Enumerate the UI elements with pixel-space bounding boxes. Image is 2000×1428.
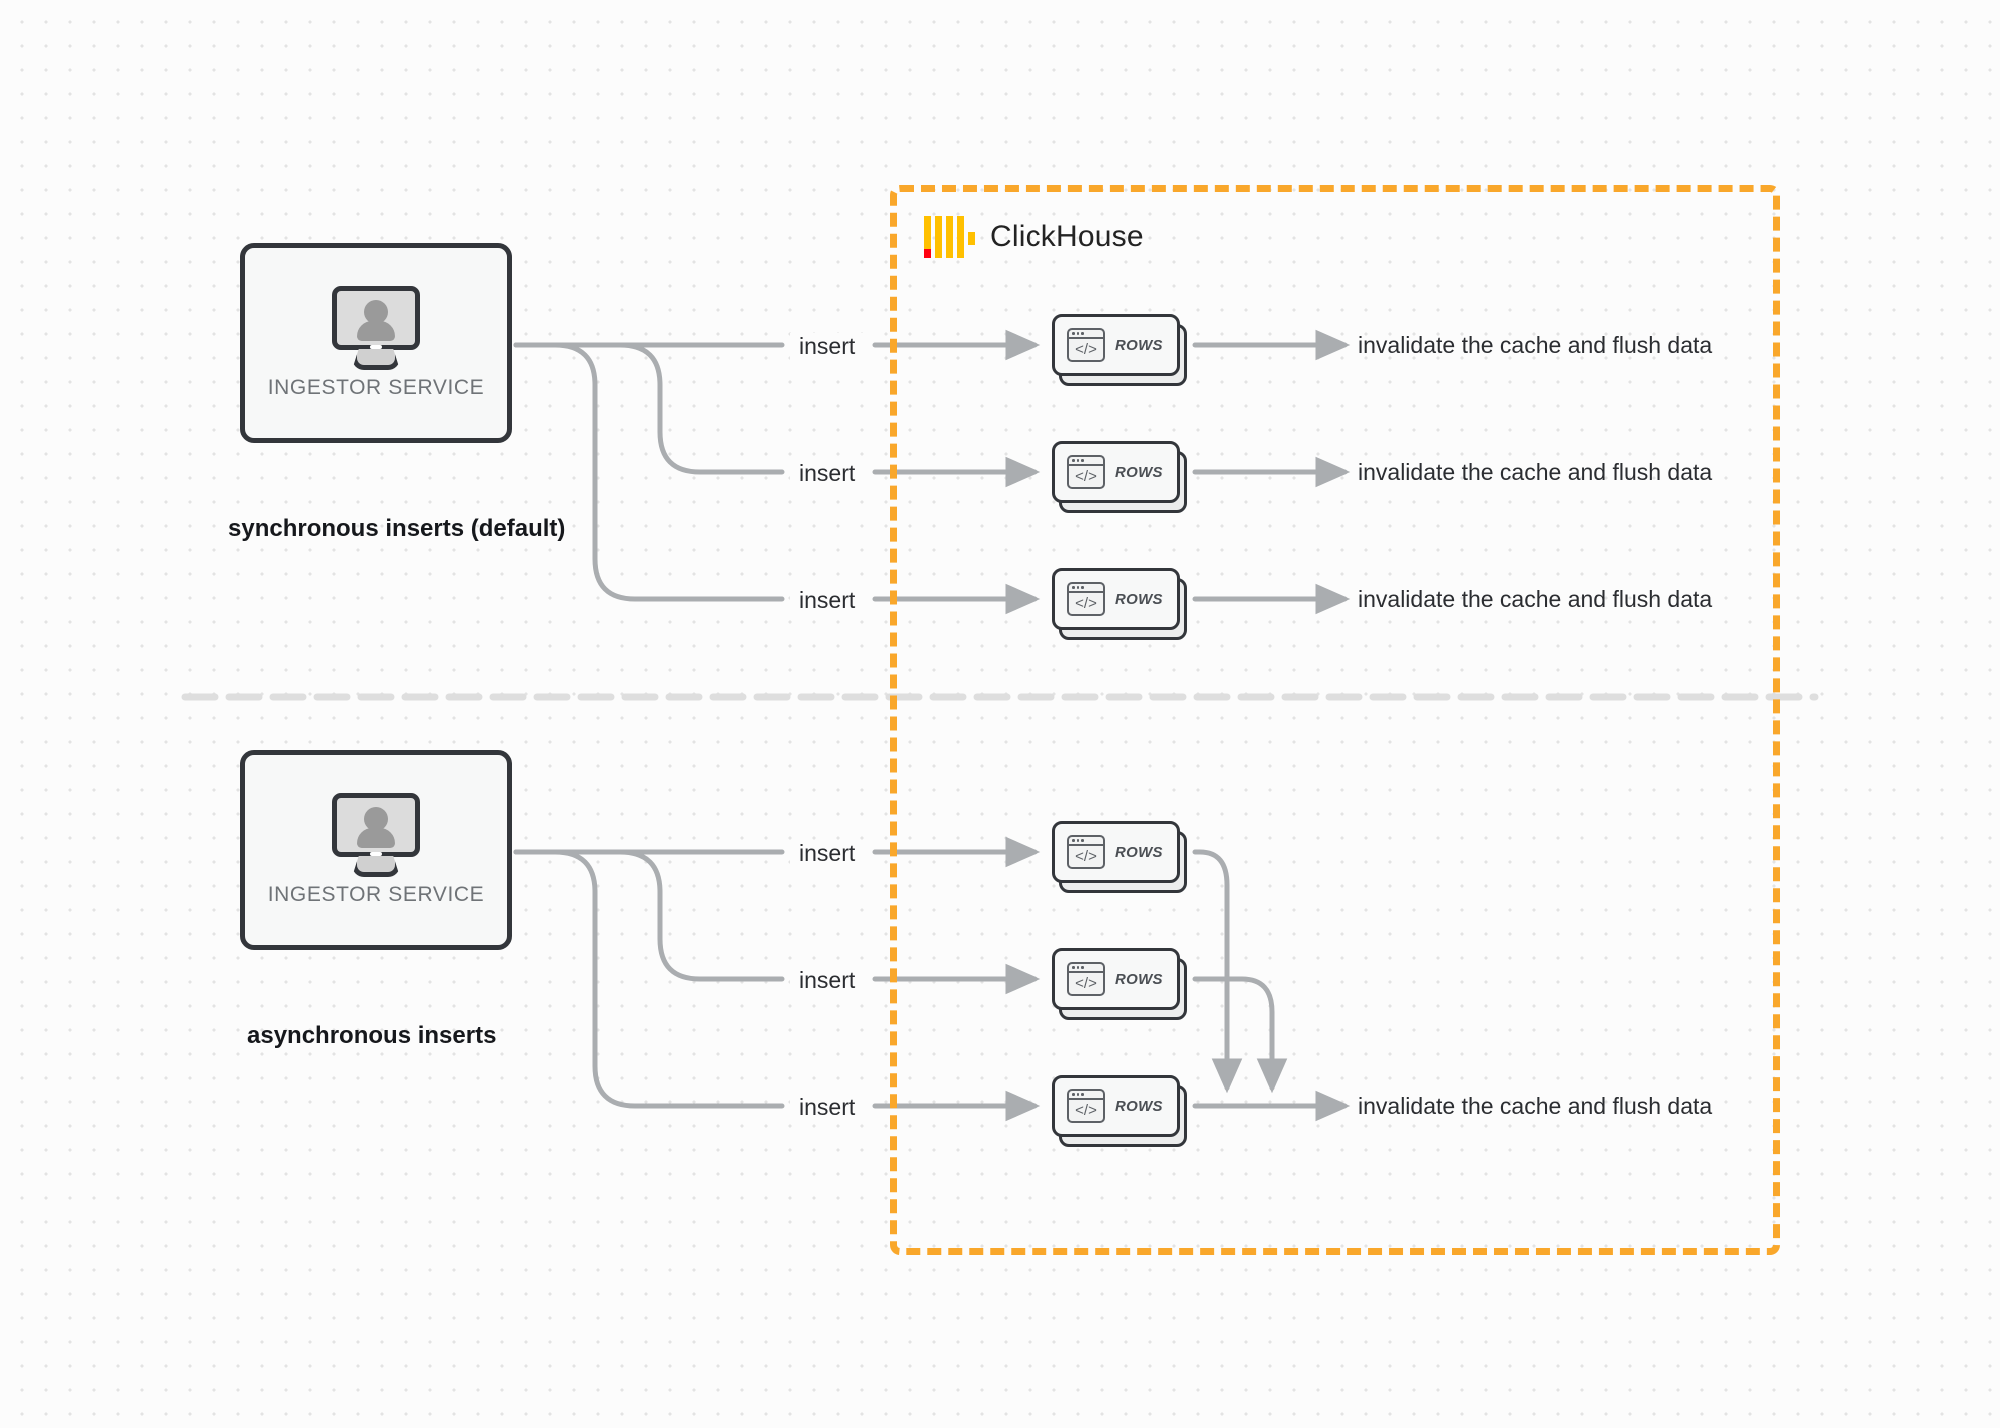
rows-label: ROWS bbox=[1115, 463, 1163, 481]
rows-node-sync-2[interactable]: </> ROWS bbox=[1052, 441, 1187, 513]
rows-node-async-3[interactable]: </> ROWS bbox=[1052, 1075, 1187, 1147]
rows-node-async-1[interactable]: </> ROWS bbox=[1052, 821, 1187, 893]
monitor-user-icon bbox=[330, 286, 422, 370]
ingestor-service-label-async: INGESTOR SERVICE bbox=[267, 883, 485, 906]
monitor-user-icon bbox=[330, 793, 422, 877]
section-caption-asynchronous: asynchronous inserts bbox=[247, 1022, 497, 1049]
rows-label: ROWS bbox=[1115, 843, 1163, 861]
section-caption-synchronous: synchronous inserts (default) bbox=[228, 515, 566, 542]
ingestor-service-label-sync: INGESTOR SERVICE bbox=[267, 376, 485, 399]
edge-sync-2-source bbox=[513, 342, 785, 475]
result-label-sync-2: invalidate the cache and flush data bbox=[1358, 459, 1713, 485]
insert-label-async-2: insert bbox=[790, 967, 865, 994]
result-label-sync-3: invalidate the cache and flush data bbox=[1358, 586, 1713, 612]
rows-label: ROWS bbox=[1115, 1097, 1163, 1115]
rows-node-sync-1[interactable]: </> ROWS bbox=[1052, 314, 1187, 386]
code-window-icon: </> bbox=[1067, 835, 1105, 869]
edge-async-3-source bbox=[513, 849, 785, 1109]
code-window-icon: </> bbox=[1067, 962, 1105, 996]
rows-node-sync-3[interactable]: </> ROWS bbox=[1052, 568, 1187, 640]
rows-label: ROWS bbox=[1115, 336, 1163, 354]
code-window-icon: </> bbox=[1067, 582, 1105, 616]
clickhouse-logo-icon bbox=[924, 216, 975, 258]
code-glyph: </> bbox=[1075, 974, 1097, 992]
ingestor-service-node-sync[interactable]: INGESTOR SERVICE bbox=[240, 243, 512, 443]
rows-label: ROWS bbox=[1115, 970, 1163, 988]
edge-async-2-source bbox=[513, 849, 785, 982]
clickhouse-label: ClickHouse bbox=[990, 220, 1144, 253]
result-label-async-merged: invalidate the cache and flush data bbox=[1358, 1093, 1713, 1119]
insert-label-sync-3: insert bbox=[790, 587, 865, 614]
code-glyph: </> bbox=[1075, 847, 1097, 865]
clickhouse-brand: ClickHouse bbox=[924, 216, 1144, 258]
code-glyph: </> bbox=[1075, 340, 1097, 358]
ingestor-service-node-async[interactable]: INGESTOR SERVICE bbox=[240, 750, 512, 950]
insert-label-sync-2: insert bbox=[790, 460, 865, 487]
code-glyph: </> bbox=[1075, 1101, 1097, 1119]
insert-label-async-3: insert bbox=[790, 1094, 865, 1121]
code-window-icon: </> bbox=[1067, 455, 1105, 489]
insert-label-sync-1: insert bbox=[790, 333, 865, 360]
rows-label: ROWS bbox=[1115, 590, 1163, 608]
clickhouse-boundary bbox=[890, 185, 1780, 1255]
edge-sync-3-source bbox=[513, 342, 785, 602]
rows-node-async-2[interactable]: </> ROWS bbox=[1052, 948, 1187, 1020]
result-label-sync-1: invalidate the cache and flush data bbox=[1358, 332, 1713, 358]
code-window-icon: </> bbox=[1067, 328, 1105, 362]
code-window-icon: </> bbox=[1067, 1089, 1105, 1123]
code-glyph: </> bbox=[1075, 467, 1097, 485]
insert-label-async-1: insert bbox=[790, 840, 865, 867]
code-glyph: </> bbox=[1075, 594, 1097, 612]
